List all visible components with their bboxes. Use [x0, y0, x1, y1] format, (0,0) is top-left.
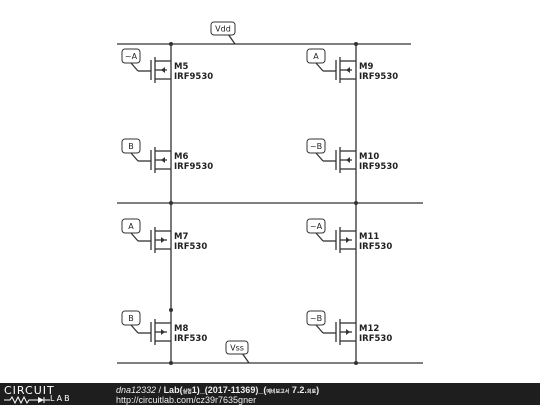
schematic: Vdd Vss ~AM5IRF9530BM6IRF9530AM7IRF530BM… [117, 21, 423, 365]
mosfet-part-label: IRF530 [174, 242, 207, 252]
wires [117, 43, 423, 364]
body-arrow [346, 329, 350, 335]
vss-label-text: Vss [230, 344, 244, 353]
logo-text-top: CIRCUIT [4, 384, 55, 397]
body-arrow [161, 67, 165, 73]
gate-input-text: ~B [310, 314, 322, 323]
project-title[interactable]: Lab(실험1)_(2017-11369)_(예비보고서 7.2.회로) [163, 385, 320, 395]
gate-input-label: A [121, 218, 141, 242]
mosfet-ref-label: M12 [359, 324, 379, 334]
gate-input-label: A [306, 48, 326, 72]
mosfet-part-label: IRF9530 [359, 72, 398, 82]
gate-input-label: ~B [306, 138, 326, 162]
mosfet-part-label: IRF9530 [359, 162, 398, 172]
mosfet-ref-label: M10 [359, 152, 379, 162]
body-arrow [161, 157, 165, 163]
logo-text-bottom: LAB [50, 394, 72, 403]
mosfet-ref-label: M7 [174, 232, 188, 242]
mosfet-ref-label: M8 [174, 324, 188, 334]
mosfet-part-label: IRF9530 [174, 162, 213, 172]
body-arrow [346, 157, 350, 163]
mosfet-ref-label: M9 [359, 62, 373, 72]
gate-input-text: A [313, 52, 319, 61]
vdd-net-label: Vdd [210, 21, 236, 45]
gate-input-text: B [128, 142, 134, 151]
junction-dot [169, 42, 173, 46]
vss-net-label: Vss [225, 340, 250, 364]
body-arrow [346, 237, 350, 243]
junctions [169, 42, 358, 365]
junction-dot [354, 361, 358, 365]
junction-dot [354, 201, 358, 205]
junction-dot [169, 361, 173, 365]
gate-input-text: A [128, 222, 134, 231]
gate-input-label: B [121, 138, 141, 162]
circuit-title: dna12332 / Lab(실험1)_(2017-11369)_(예비보고서 … [116, 385, 319, 395]
circuit-url[interactable]: http://circuitlab.com/cz39r7635gner [116, 395, 257, 405]
gate-input-text: ~B [310, 142, 322, 151]
mosfet-ref-label: M5 [174, 62, 188, 72]
gate-input-label: B [121, 310, 141, 334]
mosfet-part-label: IRF530 [359, 242, 392, 252]
body-arrow [161, 329, 165, 335]
mosfet-part-label: IRF530 [359, 334, 392, 344]
mosfet-part-label: IRF530 [174, 334, 207, 344]
gate-input-text: ~A [125, 52, 138, 61]
circuitlab-logo[interactable]: CIRCUIT LAB [4, 384, 96, 404]
body-arrow [161, 237, 165, 243]
gate-input-label: ~B [306, 310, 326, 334]
gate-input-label: ~A [121, 48, 141, 72]
junction-dot [354, 42, 358, 46]
junction-dot [169, 201, 173, 205]
title-separator: / [156, 385, 164, 395]
vdd-label-text: Vdd [215, 25, 231, 34]
footer-bar: CIRCUIT LAB dna12332 / Lab(실험1)_(2017-11… [0, 383, 540, 405]
gate-input-label: ~A [306, 218, 326, 242]
transistors: ~AM5IRF9530BM6IRF9530AM7IRF530BM8IRF530A… [121, 48, 398, 345]
body-arrow [346, 67, 350, 73]
gate-input-text: ~A [310, 222, 323, 231]
author-link[interactable]: dna12332 [116, 385, 157, 395]
junction-dot [169, 308, 173, 312]
gate-input-text: B [128, 314, 134, 323]
mosfet-ref-label: M6 [174, 152, 188, 162]
resistor-logo-icon [4, 396, 50, 404]
mosfet-ref-label: M11 [359, 232, 379, 242]
mosfet-part-label: IRF9530 [174, 72, 213, 82]
